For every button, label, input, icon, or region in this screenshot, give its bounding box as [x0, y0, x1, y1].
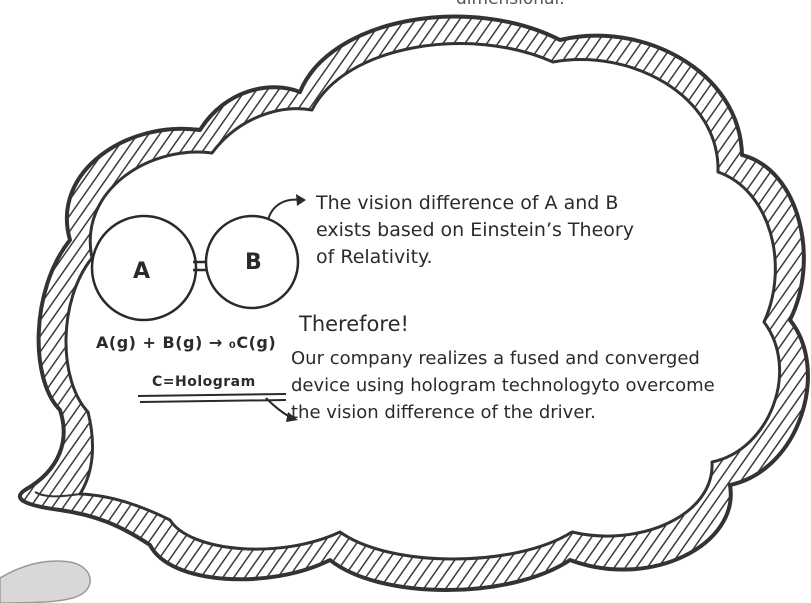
top-caption: dimensional. — [456, 0, 565, 9]
circle-b-label: B — [245, 250, 262, 275]
hand-icon — [0, 560, 91, 603]
cloud-inner-area — [64, 42, 781, 561]
conclusion-line: Our company realizes a fused and converg… — [291, 348, 700, 369]
conclusion-text: Our company realizes a fused and converg… — [291, 345, 715, 426]
vision-difference-text: The vision difference of A and B exists … — [316, 190, 634, 271]
therefore-heading: Therefore! — [299, 312, 409, 336]
arrow-head-icon — [286, 412, 298, 422]
circle-a-label: A — [133, 259, 151, 284]
underline — [137, 393, 287, 397]
conclusion-line: the vision difference of the driver. — [291, 402, 596, 423]
circle-a — [90, 214, 198, 322]
conclusion-line: device using hologram technologyto overc… — [291, 375, 715, 396]
hologram-definition: C=Hologram — [152, 374, 256, 390]
arrow-icon — [267, 198, 301, 221]
molecule-diagram — [90, 214, 300, 322]
vision-text-line: The vision difference of A and B — [316, 192, 619, 214]
underline — [139, 399, 287, 403]
arrow-head-icon — [296, 194, 306, 206]
vision-text-line: of Relativity. — [316, 246, 433, 268]
vision-text-line: exists based on Einstein’s Theory — [316, 219, 634, 241]
chemical-equation: A(g) + B(g) → ₀C(g) — [96, 333, 277, 352]
